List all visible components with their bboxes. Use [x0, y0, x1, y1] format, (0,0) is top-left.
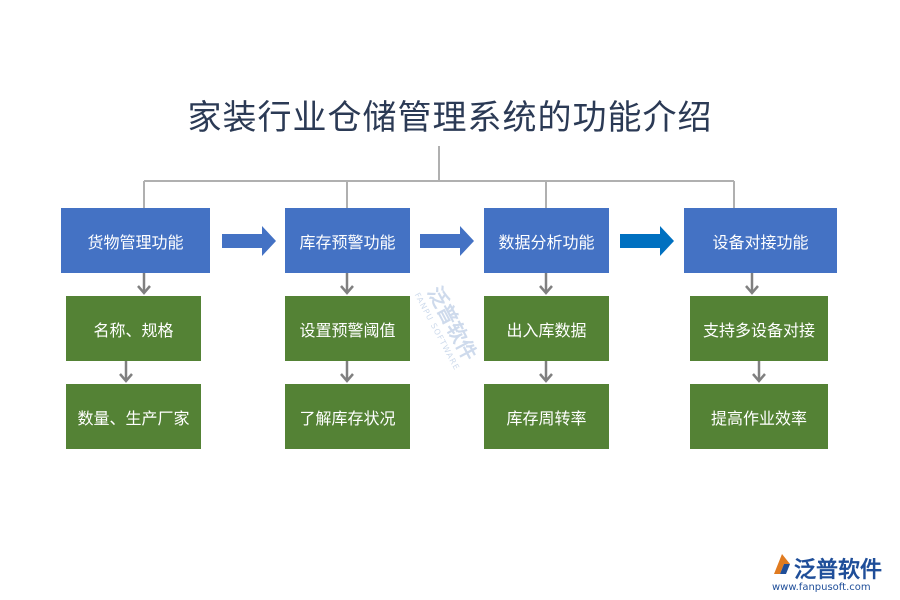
item-label: 名称、规格: [93, 320, 174, 340]
item-box-efficiency: 提高作业效率: [690, 384, 828, 449]
item-box-name-spec: 名称、规格: [66, 296, 201, 361]
item-label: 出入库数据: [506, 320, 587, 340]
item-label: 设置预警阈值: [299, 320, 396, 340]
down-arrow-head: [340, 285, 354, 295]
header-label: 货物管理功能: [87, 232, 184, 252]
header-label: 库存预警功能: [299, 232, 396, 252]
header-box-device-link: 设备对接功能: [684, 208, 837, 273]
item-label: 提高作业效率: [710, 408, 807, 428]
item-box-set-threshold: 设置预警阈值: [285, 296, 410, 361]
brand-logo: 泛普软件 www.fanpusoft.com: [770, 552, 895, 597]
item-box-turnover: 库存周转率: [484, 384, 609, 449]
down-arrow-head: [137, 285, 151, 295]
header-label: 设备对接功能: [712, 232, 809, 252]
flow-arrow-3: [620, 226, 674, 256]
down-arrow-head: [752, 373, 766, 383]
item-box-stock-status: 了解库存状况: [285, 384, 410, 449]
logo-url: www.fanpusoft.com: [772, 582, 871, 593]
down-arrow-head: [340, 373, 354, 383]
item-box-inout-data: 出入库数据: [484, 296, 609, 361]
item-label: 支持多设备对接: [702, 320, 815, 340]
item-box-multi-device: 支持多设备对接: [690, 296, 828, 361]
header-box-stock-alert: 库存预警功能: [285, 208, 410, 273]
item-box-quantity-maker: 数量、生产厂家: [66, 384, 201, 449]
header-box-goods: 货物管理功能: [61, 208, 210, 273]
logo-mark-icon: [774, 554, 790, 574]
down-arrow-head: [539, 285, 553, 295]
down-arrow-head: [539, 373, 553, 383]
header-label: 数据分析功能: [498, 232, 595, 252]
header-box-data-analysis: 数据分析功能: [484, 208, 609, 273]
item-label: 库存周转率: [506, 408, 587, 428]
flow-arrow-1: [222, 226, 276, 256]
item-label: 数量、生产厂家: [77, 408, 190, 428]
item-label: 了解库存状况: [299, 408, 396, 428]
down-arrows: [119, 273, 766, 383]
down-arrow-head: [745, 285, 759, 295]
flow-arrow-2: [420, 226, 474, 256]
logo-name: 泛普软件: [794, 558, 883, 583]
down-arrow-head: [119, 373, 133, 383]
diagram-title: 家装行业仓储管理系统的功能介绍: [187, 98, 713, 138]
